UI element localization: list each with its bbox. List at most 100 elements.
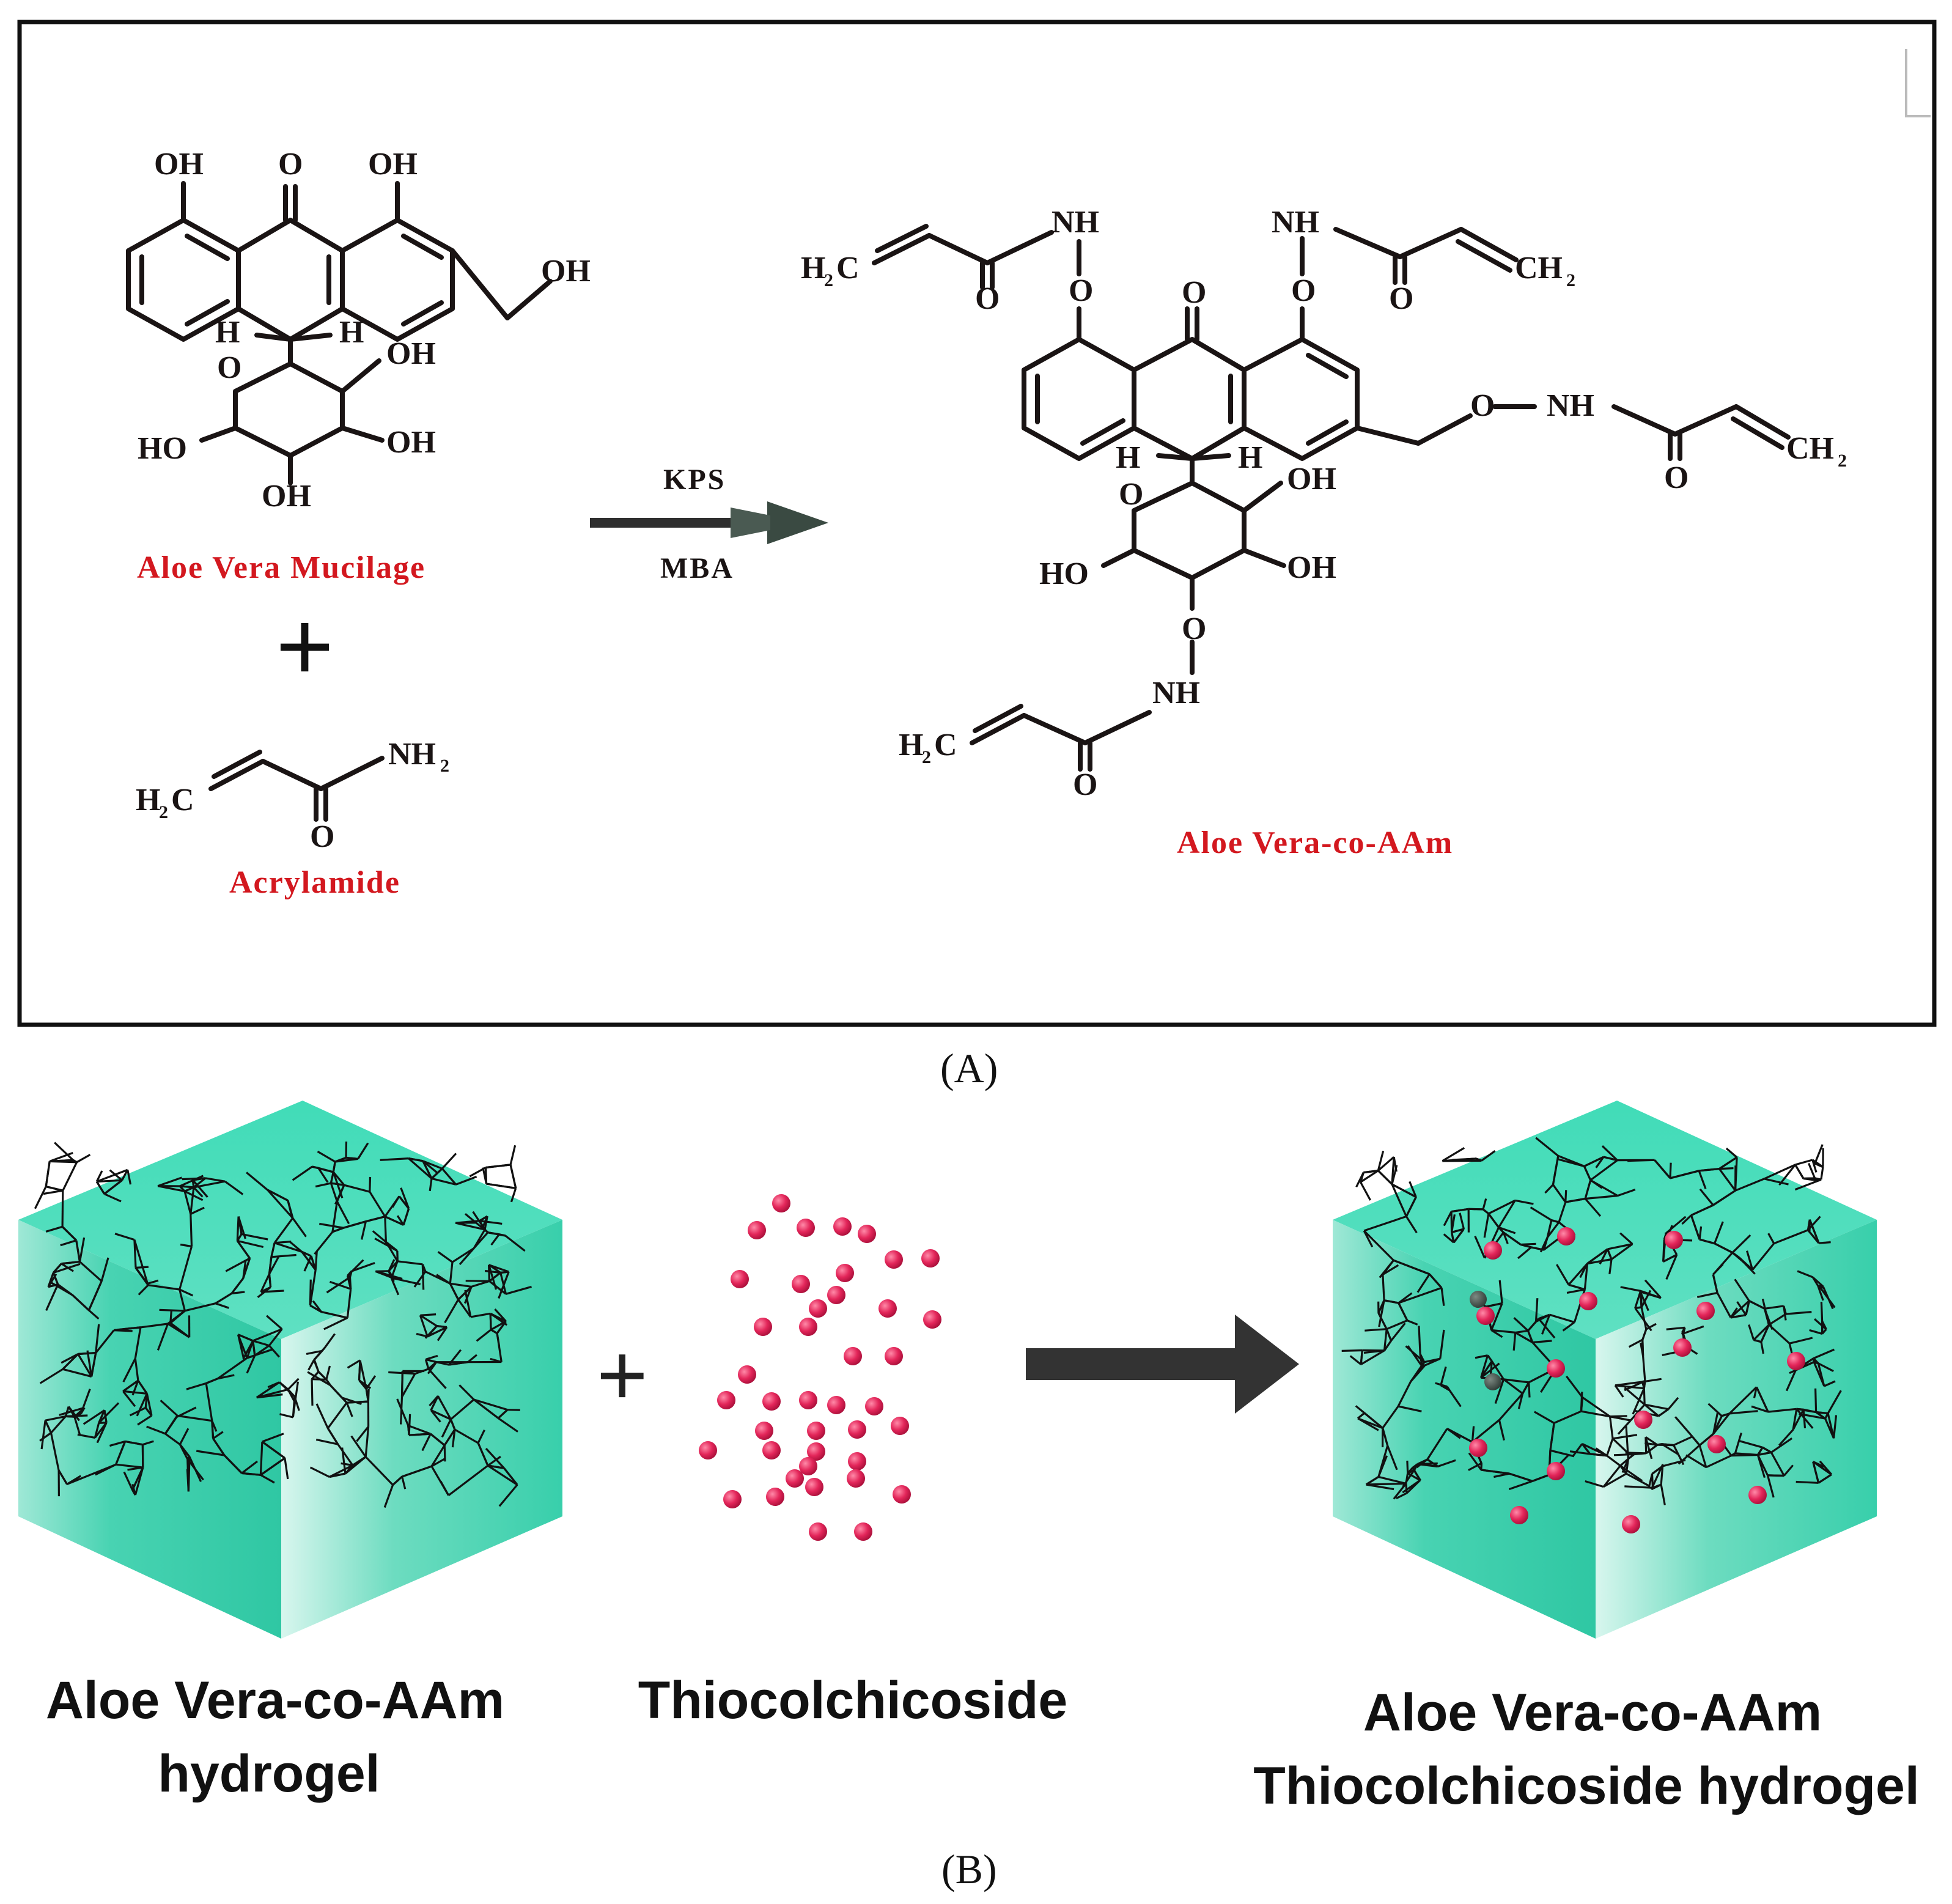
polymer-network-left — [34, 1141, 532, 1508]
network-strand — [1541, 1314, 1551, 1335]
network-strand — [1756, 1454, 1769, 1476]
network-strand — [385, 1241, 399, 1262]
network-strand — [73, 1407, 86, 1418]
network-strand — [1490, 1303, 1503, 1331]
network-strand — [1378, 1300, 1385, 1327]
network-strand — [490, 1312, 508, 1326]
network-strand — [420, 1313, 436, 1316]
panel-a-label: (A) — [940, 1045, 998, 1091]
network-strand — [224, 1180, 244, 1195]
atom-o-carbonyl-core: O — [1182, 275, 1206, 310]
network-strand — [473, 1229, 486, 1249]
network-strand — [427, 1361, 438, 1374]
network-strand — [306, 1349, 323, 1355]
network-strand — [1611, 1437, 1629, 1454]
network-strand — [1586, 1248, 1608, 1264]
network-strand — [486, 1183, 516, 1189]
drug-particle — [1665, 1231, 1683, 1249]
network-strand — [333, 1171, 345, 1186]
network-strand — [1589, 1159, 1618, 1181]
network-strand — [121, 1169, 129, 1181]
network-strand — [1767, 1408, 1797, 1413]
network-strand — [391, 1195, 400, 1208]
network-strand — [193, 1180, 226, 1189]
network-strand — [1549, 1313, 1575, 1324]
network-strand — [73, 1416, 81, 1435]
network-strand — [1409, 1181, 1417, 1198]
network-strand — [1714, 1242, 1733, 1254]
network-strand — [1355, 1172, 1365, 1188]
network-strand — [1816, 1411, 1829, 1415]
network-strand — [1658, 1408, 1670, 1417]
network-strand — [1718, 1168, 1736, 1192]
network-strand — [1562, 1321, 1575, 1332]
drug-particle — [762, 1392, 781, 1411]
network-strand — [455, 1175, 477, 1186]
drug-particle — [699, 1441, 717, 1459]
network-strand — [482, 1167, 488, 1184]
network-strand — [1566, 1288, 1585, 1294]
network-strand — [1625, 1426, 1629, 1453]
network-strand — [61, 1190, 64, 1227]
network-strand — [190, 1187, 195, 1214]
network-strand — [303, 1255, 312, 1272]
network-strand — [1366, 1483, 1394, 1491]
network-strand — [1535, 1313, 1550, 1323]
network-strand — [443, 1429, 456, 1446]
network-strand — [1751, 1405, 1769, 1413]
network-strand — [293, 1396, 300, 1411]
network-strand — [193, 1186, 204, 1198]
network-strand — [1766, 1475, 1775, 1498]
network-strand — [396, 1398, 410, 1426]
network-strand — [103, 1410, 108, 1423]
network-strand — [1512, 1332, 1517, 1351]
network-strand — [1719, 1167, 1734, 1170]
atom-h2c-top-sub: 2 — [824, 270, 833, 290]
network-strand — [1665, 1216, 1687, 1234]
network-strand — [1365, 1328, 1387, 1332]
network-strand — [98, 1402, 120, 1424]
loaded-drug-particles — [1469, 1227, 1805, 1533]
network-strand — [1382, 1274, 1385, 1301]
network-strand — [317, 1167, 329, 1183]
network-strand — [49, 1151, 73, 1162]
network-strand — [1699, 1188, 1714, 1206]
network-strand — [142, 1440, 154, 1446]
network-strand — [1681, 1214, 1692, 1225]
network-strand — [424, 1359, 430, 1370]
network-strand — [1480, 1355, 1489, 1378]
network-strand — [1393, 1483, 1407, 1500]
network-strand — [1534, 1411, 1555, 1424]
network-strand — [476, 1329, 492, 1342]
network-strand — [186, 1382, 207, 1390]
network-strand — [39, 1368, 64, 1384]
network-strand — [317, 1150, 336, 1163]
drug-particle — [1673, 1338, 1692, 1357]
drug-particle — [717, 1391, 735, 1409]
network-strand — [496, 1333, 503, 1362]
network-strand — [193, 1177, 207, 1189]
network-strand — [329, 1464, 353, 1478]
network-strand — [1761, 1299, 1770, 1326]
network-strand — [268, 1274, 272, 1288]
atom-nh-bottom: NH — [1152, 676, 1200, 710]
network-strand — [1824, 1380, 1836, 1387]
network-strand — [408, 1425, 431, 1435]
network-strand — [157, 1185, 185, 1192]
network-strand — [1814, 1318, 1827, 1330]
network-strand — [1360, 1350, 1363, 1365]
drug-particle-shadow — [1484, 1373, 1501, 1390]
network-strand — [122, 1390, 136, 1408]
network-strand — [1397, 1381, 1412, 1407]
network-strand — [1698, 1168, 1720, 1172]
drug-particle — [854, 1522, 872, 1541]
network-strand — [488, 1264, 509, 1273]
network-strand — [1440, 1384, 1450, 1392]
network-strand — [416, 1332, 428, 1338]
network-strand — [510, 1187, 517, 1203]
network-strand — [167, 1310, 186, 1325]
network-strand — [488, 1264, 498, 1290]
network-strand — [1453, 1228, 1465, 1244]
network-strand — [384, 1216, 388, 1244]
network-strand — [1626, 1472, 1650, 1487]
